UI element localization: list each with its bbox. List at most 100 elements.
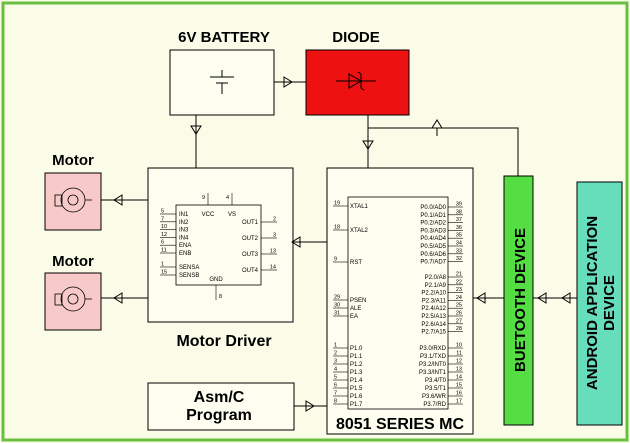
pin-number: 10 (161, 224, 167, 230)
pin-number: 18 (334, 225, 340, 231)
pin-number: 27 (456, 318, 462, 324)
pin-name: SENSA (179, 265, 199, 271)
pin-name: OUT2 (242, 236, 259, 242)
pin-name: P3.6/WR (422, 394, 447, 400)
pin-name: IN4 (179, 235, 189, 241)
pin-name: P3.4/T0 (425, 378, 447, 384)
motor1-block (44, 172, 102, 231)
pin-name: P3.7/RD (423, 402, 446, 408)
pin-number: 14 (456, 375, 462, 381)
pin-name: IN1 (179, 212, 189, 218)
android-device-block: ANDROID APPLICATION DEVICE (576, 181, 623, 426)
pin-number: 2 (334, 351, 337, 357)
pin-number: 14 (270, 265, 276, 271)
pin-number: 13 (270, 249, 276, 255)
pin-name: P2.4/A12 (421, 306, 446, 312)
pin-name: ENB (179, 251, 191, 257)
motor1-label: Motor (52, 152, 94, 169)
pin-number: 6 (334, 383, 337, 389)
pin-number: 5 (161, 209, 164, 215)
pin-name: XTAL2 (350, 228, 369, 234)
mcu-pins: 19XTAL118XTAL29RST29PSEN30ALE31EA1P1.02P… (333, 201, 463, 408)
pin-number: 13 (456, 367, 462, 373)
pin-number: 23 (456, 287, 462, 293)
pin-name: P2.6/A14 (421, 322, 446, 328)
pin-name: P3.2/INT0 (419, 362, 447, 368)
pin-number: 26 (456, 311, 462, 317)
pin-number: 19 (334, 201, 340, 207)
pin-number: 36 (456, 225, 462, 231)
pin-name: P0.6/AD6 (420, 252, 446, 258)
pin-number: 7 (161, 216, 164, 222)
mcu-label: 8051 SERIES MC (336, 416, 465, 433)
pin-number: 31 (334, 311, 340, 317)
pin-number: 6 (161, 240, 164, 246)
pin-number: 17 (456, 399, 462, 405)
connector-arrow (431, 119, 443, 137)
motor-icon (54, 286, 92, 312)
pin-number: 25 (456, 303, 462, 309)
pin-number: 24 (456, 295, 462, 301)
pin-name: GND (209, 277, 223, 283)
driver-pins: 5IN17IN210IN312IN46ENA11ENB1SENSA15SENSB… (160, 193, 277, 300)
pin-number: 4 (334, 367, 337, 373)
pin-name: IN2 (179, 220, 189, 226)
pin-number: 1 (161, 262, 164, 268)
pin-name: P1.3 (350, 370, 363, 376)
pin-name: P2.2/A10 (421, 291, 446, 297)
program-block: Asm/C Program (147, 382, 295, 431)
mcu-block: 19XTAL118XTAL29RST29PSEN30ALE31EA1P1.02P… (326, 167, 474, 435)
pin-number: 5 (334, 375, 337, 381)
battery-block (169, 49, 275, 116)
battery-icon (210, 70, 234, 94)
pin-name: ALE (350, 306, 361, 312)
pin-name: P0.1/AD1 (420, 213, 446, 219)
motor-driver-label: Motor Driver (176, 333, 271, 350)
pin-number: 2 (273, 217, 276, 223)
motor2-label: Motor (52, 253, 94, 270)
pin-name: P3.5/T1 (425, 386, 447, 392)
pin-number: 30 (334, 303, 340, 309)
pin-name: P1.1 (350, 354, 363, 360)
pin-number: 38 (456, 209, 462, 215)
program-label-line1: Asm/C (194, 389, 245, 406)
pin-name: SENSB (179, 273, 199, 279)
pin-name: P1.2 (350, 362, 363, 368)
pin-number: 7 (334, 391, 337, 397)
pin-name: VCC (202, 212, 215, 218)
pin-name: PSEN (350, 298, 366, 304)
android-label-line1: ANDROID APPLICATION (584, 216, 601, 390)
pin-name: P1.6 (350, 394, 363, 400)
pin-name: P2.1/A9 (425, 283, 447, 289)
motor-icon (54, 187, 92, 213)
pin-name: P2.5/A13 (421, 314, 446, 320)
pin-name: VS (228, 212, 236, 218)
program-label-line2: Program (186, 407, 252, 424)
pin-name: P3.0/RXD (419, 346, 446, 352)
pin-number: 28 (456, 326, 462, 332)
pin-name: P2.0/A8 (425, 275, 447, 281)
pin-number: 3 (334, 359, 337, 365)
pin-number: 34 (456, 241, 462, 247)
pin-number: 3 (273, 233, 276, 239)
pin-name: P0.4/AD4 (420, 236, 446, 242)
pin-name: P3.1/TXD (420, 354, 447, 360)
pin-name: P0.2/AD2 (420, 221, 446, 227)
pin-number: 33 (456, 248, 462, 254)
pin-name: ENA (179, 243, 191, 249)
pin-number: 10 (456, 343, 462, 349)
pin-number: 4 (226, 195, 229, 201)
pin-number: 32 (456, 256, 462, 262)
motor-driver-block: 5IN17IN210IN312IN46ENA11ENB1SENSA15SENSB… (147, 167, 294, 323)
pin-number: 9 (202, 195, 205, 201)
diode-label: DIODE (332, 29, 380, 46)
pin-name: OUT3 (242, 252, 259, 258)
motor2-block (44, 272, 102, 331)
pin-name: P3.3/INT1 (419, 370, 447, 376)
pin-number: 12 (161, 232, 167, 238)
pin-number: 9 (334, 257, 337, 263)
pin-name: EA (350, 314, 358, 320)
bluetooth-block: BUETOOTH DEVICE (503, 175, 534, 426)
